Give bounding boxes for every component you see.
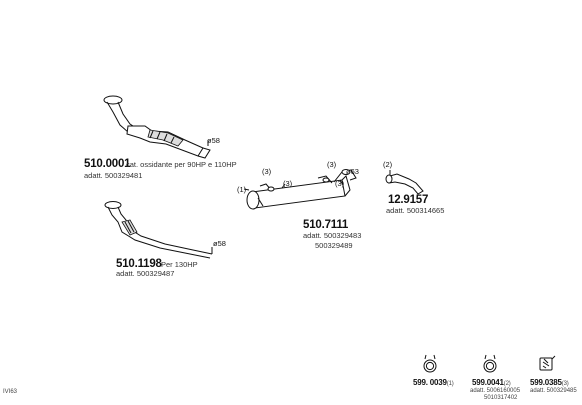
- clamp3-code: 599.0385(3): [530, 378, 569, 388]
- clamp2-adatt-2: 5010317402: [484, 395, 518, 401]
- part1-code: 510.0001: [84, 158, 131, 170]
- part2-description: Per 130HP: [161, 260, 198, 269]
- clamp2-code: 599.0041(2): [472, 378, 511, 388]
- rear-silencer-drawing: [243, 169, 357, 210]
- part3-adatt-1: adatt. 500329483: [303, 231, 362, 240]
- part3-diameter: ø63: [346, 167, 359, 176]
- part3-callout-3c: (3): [327, 160, 337, 169]
- part4-code: 12.9157: [388, 194, 429, 206]
- front-pipe-catalyst-drawing: [103, 95, 211, 159]
- rubber-mount-drawing: [539, 355, 556, 371]
- part2-diameter: ø58: [213, 239, 226, 248]
- part4-adatt: adatt. 500314665: [386, 206, 445, 215]
- part1-description: cat. ossidante per 90HP e 110HP: [126, 160, 237, 169]
- part2-code: 510.1198: [116, 258, 162, 270]
- part3-adatt-2: 500329489: [315, 241, 353, 250]
- part3-callout-3a: (3): [262, 167, 272, 176]
- clamp3-adatt: adatt. 500329485: [530, 388, 577, 394]
- clamp-ring-1-drawing: [423, 354, 437, 373]
- part3-callout-3d: (3): [335, 179, 345, 188]
- front-pipe-long-drawing: [104, 201, 213, 259]
- part4-callout: (2): [383, 160, 393, 169]
- part3-callout-3b: (3): [283, 179, 293, 188]
- part3-callout-1: (1): [237, 185, 247, 194]
- diagram-id: IVI63: [3, 389, 18, 395]
- clamp-ring-2-drawing: [483, 354, 497, 373]
- part1-adatt: adatt. 500329481: [84, 171, 143, 180]
- part1-diameter: ø58: [207, 136, 220, 145]
- part3-code: 510.7111: [303, 219, 349, 231]
- tail-pipe-drawing: [385, 170, 424, 195]
- clamp2-adatt-1: adatt. 5006160005: [470, 388, 521, 394]
- clamp1-code: 599. 0039(1): [413, 378, 454, 388]
- part2-adatt: adatt. 500329487: [116, 269, 175, 278]
